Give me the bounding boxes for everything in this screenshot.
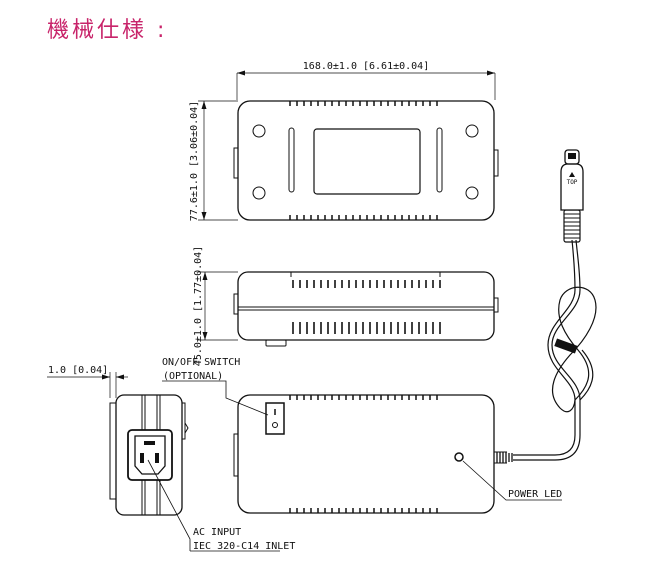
adapter-end-body <box>115 394 183 516</box>
top-view: 168.0±1.0 [6.61±0.04] 77.6±1.0 [3.06±0.0… <box>189 61 499 221</box>
callouts: ON/OFF SWITCH (OPTIONAL) POWER LED AC IN… <box>147 357 562 552</box>
switch-label-line1: ON/OFF SWITCH <box>162 357 240 368</box>
length-dimension: 168.0±1.0 [6.61±0.04] <box>303 61 429 72</box>
connector-top-label: TOP <box>567 179 578 186</box>
power-led <box>454 452 464 462</box>
ac-input-label-line1: AC INPUT <box>193 527 241 538</box>
power-led-label: POWER LED <box>508 489 562 500</box>
bottom-view <box>233 394 513 514</box>
height-dimension: 45.0±1.0 [1.77±0.04] <box>193 246 204 366</box>
flange-dimension: 1.0 [0.04] <box>48 365 108 376</box>
width-dimension: 77.6±1.0 [3.06±0.04] <box>189 101 200 221</box>
dc-cable <box>513 239 597 461</box>
power-switch <box>265 402 285 435</box>
page-title: 機械仕様 : <box>47 18 168 43</box>
side-view: 45.0±1.0 [1.77±0.04] <box>193 246 499 366</box>
switch-label-line2: (OPTIONAL) <box>163 371 223 382</box>
ac-input-label-line2: IEC 320-C14 INLET <box>193 541 295 552</box>
adapter-top-body <box>237 100 495 221</box>
dc-connector: TOP <box>560 149 584 243</box>
adapter-side-body <box>237 271 495 341</box>
end-view: 1.0 [0.04] <box>47 365 189 516</box>
